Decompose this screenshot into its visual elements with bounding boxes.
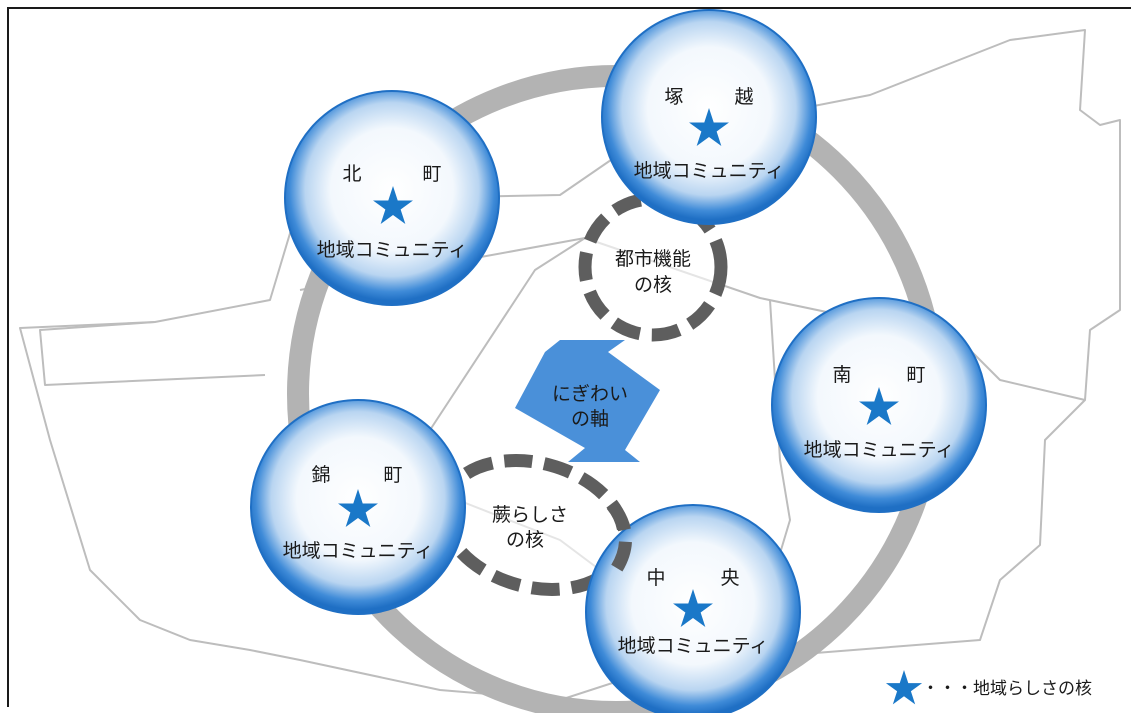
urban-core-line1: 都市機能 (615, 248, 691, 270)
community-nishikicho: 錦 町 地域コミュニティ (250, 399, 466, 615)
community-subtitle: 地域コミュニティ (618, 635, 769, 657)
community-subtitle: 地域コミュニティ (634, 160, 785, 182)
community-subtitle: 地域コミュニティ (283, 540, 434, 562)
community-name-b: 町 (422, 163, 441, 185)
community-name-b: 央 (720, 567, 739, 589)
community-name-a: 錦 (311, 464, 330, 486)
double-arrow-icon (515, 340, 660, 462)
community-minamimachi: 南 町 地域コミュニティ (771, 297, 987, 513)
district-line-1 (39, 321, 266, 386)
community-tsukagoshi: 塚 越 地域コミュニティ (601, 9, 817, 225)
warabi-core-line2: の核 (506, 529, 544, 551)
legend-label: ・・・地域らしさの核 (922, 679, 1092, 699)
urban-function-core: 都市機能 の核 (578, 192, 728, 342)
community-name-b: 越 (734, 86, 753, 108)
community-name-a: 北 (342, 163, 361, 185)
dashed-core-overlap (604, 500, 632, 583)
diagram-frame (7, 7, 1131, 707)
community-subtitle: 地域コミュニティ (804, 439, 955, 461)
community-subtitle: 地域コミュニティ (317, 239, 468, 261)
axis-label-line1: にぎわい (552, 383, 628, 405)
community-name-a: 塚 (664, 86, 683, 108)
star-icon (885, 670, 923, 705)
urban-core-line2: の核 (634, 274, 672, 296)
community-name-b: 町 (383, 464, 402, 486)
warabi-core-line1: 蕨らしさ (492, 504, 568, 526)
dashed-core-ring (578, 192, 728, 342)
community-chuo: 中 央 地域コミュニティ (585, 504, 801, 713)
legend: ・・・地域らしさの核 (885, 670, 1092, 705)
community-name-a: 南 (832, 364, 851, 386)
community-name-b: 町 (906, 364, 925, 386)
community-name-a: 中 (646, 567, 665, 589)
axis-label-line2: の軸 (571, 408, 609, 430)
community-kitamachi: 北 町 地域コミュニティ (284, 90, 500, 306)
nigiwai-axis-arrow: にぎわい の軸 (515, 340, 660, 462)
